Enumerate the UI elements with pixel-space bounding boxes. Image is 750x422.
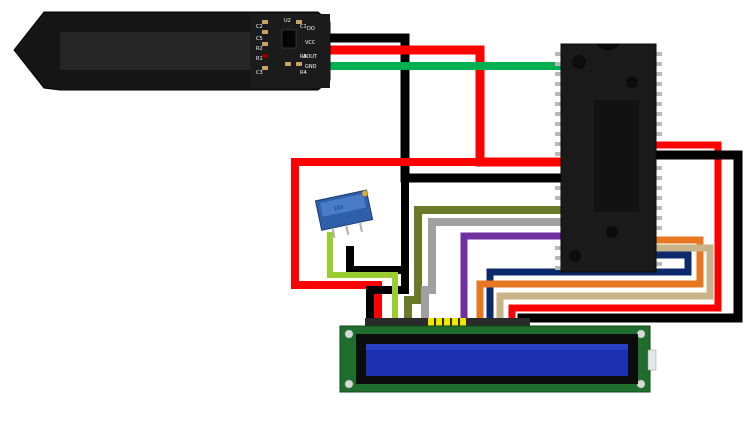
wire-black-down [346, 174, 409, 274]
comp-label: C3 [256, 70, 263, 76]
sensor-module-board [250, 14, 330, 88]
sensor-pin-label: AOUT [303, 54, 318, 60]
lcd-header-yellow [428, 318, 466, 330]
mcu-notch [596, 44, 620, 51]
pot-marking: 103 [333, 204, 344, 212]
comp-label: C5 [256, 36, 263, 42]
wire-navy [486, 251, 692, 334]
lcd-backlight-tab [647, 349, 657, 371]
wire-purple [460, 232, 564, 334]
pot-top-face [320, 193, 366, 217]
lcd-module [339, 318, 657, 393]
sensor-pin-label: DO [307, 26, 315, 32]
wire-red-left [291, 158, 484, 334]
soil-moisture-sensor: C2 U2 C5 R2 R1 C1 R3 C3 R4 DO VCC AOUT G… [13, 11, 331, 91]
sensor-probe-trace [60, 32, 250, 70]
wire-black-sensor [307, 33, 565, 183]
wire-red-right [508, 141, 722, 334]
sensor-pin-label: GND [305, 64, 317, 70]
mcu-mark-dot [606, 226, 618, 238]
wire-olive [404, 206, 564, 334]
sensor-pin-label: VCC [305, 40, 316, 46]
comp-label: U2 [284, 18, 291, 24]
mcu-mark-dot [569, 250, 581, 262]
comp-label: R1 [256, 56, 263, 62]
mcu-pins-left [555, 52, 563, 270]
wire-tan [496, 244, 714, 334]
comp-label: C1 [300, 24, 307, 30]
lcd-display-glare [366, 344, 628, 350]
comp-label: R2 [256, 46, 263, 52]
potentiometer: 103 [314, 189, 374, 238]
wire-red-sensor [307, 45, 565, 167]
wire-orange [476, 236, 704, 334]
pot-screw-icon [361, 190, 369, 197]
wire-black-lcd [366, 266, 409, 334]
mcu-mark-dot [626, 76, 638, 88]
sensor-smd-components [262, 20, 302, 70]
wire-lightgreen [327, 232, 398, 333]
mcu-label-area [594, 100, 639, 212]
comp-label: R3 [300, 54, 307, 60]
microcontroller-chip [555, 43, 662, 273]
comp-label: C2 [256, 24, 263, 30]
wires [291, 33, 743, 335]
mcu-pin1-dot [572, 55, 586, 69]
mcu-pins-right [654, 52, 662, 266]
comp-label: R4 [300, 70, 307, 76]
wire-gray [421, 218, 564, 334]
